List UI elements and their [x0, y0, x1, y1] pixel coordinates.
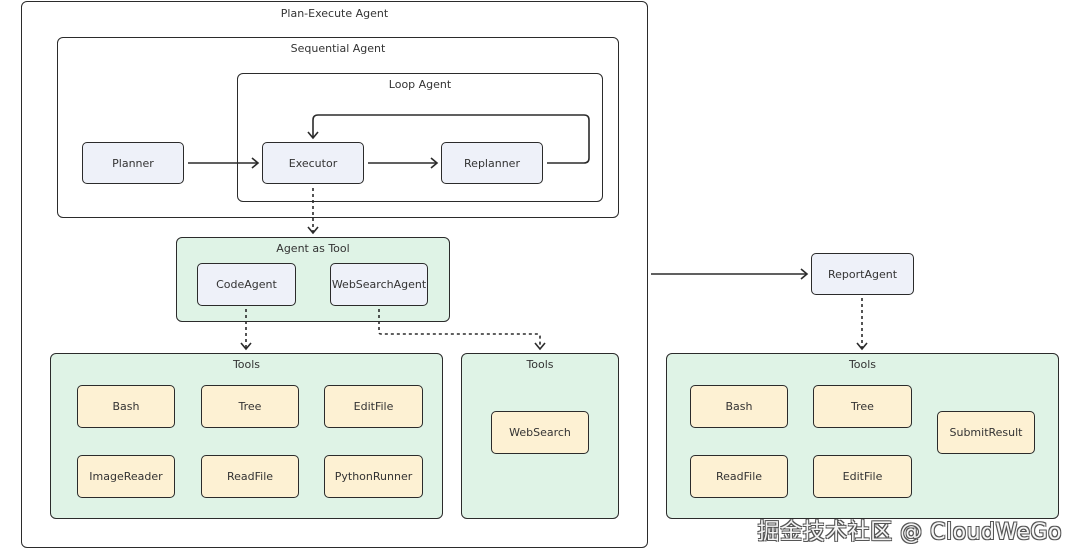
- websearch-agent-label: WebSearchAgent: [331, 278, 427, 291]
- code-tools-title: Tools: [232, 358, 261, 371]
- planner-node[interactable]: Planner: [82, 142, 184, 184]
- tool-tree[interactable]: Tree: [201, 385, 299, 428]
- planner-label: Planner: [112, 156, 154, 170]
- tool-label: EditFile: [353, 400, 394, 413]
- report-tools-title: Tools: [848, 358, 877, 371]
- replanner-node[interactable]: Replanner: [441, 142, 543, 184]
- executor-label: Executor: [288, 156, 338, 170]
- tool-tree[interactable]: Tree: [813, 385, 912, 428]
- watermark: 掘金技术社区 @ CloudWeGo: [757, 520, 1062, 545]
- sequential-agent-title: Sequential Agent: [290, 42, 386, 55]
- tool-pythonrunner[interactable]: PythonRunner: [324, 455, 423, 498]
- agent-as-tool-title: Agent as Tool: [276, 242, 350, 255]
- tool-label: Tree: [851, 400, 874, 413]
- tool-bash[interactable]: Bash: [77, 385, 175, 428]
- tool-submitresult[interactable]: SubmitResult: [937, 411, 1035, 454]
- report-agent-node[interactable]: ReportAgent: [811, 253, 914, 295]
- tool-imagereader[interactable]: ImageReader: [77, 455, 175, 498]
- tool-label: Bash: [725, 400, 753, 413]
- replanner-label: Replanner: [464, 156, 520, 170]
- tool-label: EditFile: [842, 470, 883, 483]
- executor-node[interactable]: Executor: [262, 142, 364, 184]
- loop-agent-title: Loop Agent: [388, 78, 452, 91]
- plan-execute-agent-title: Plan-Execute Agent: [280, 7, 389, 20]
- web-tools-title: Tools: [526, 358, 554, 371]
- arrowhead-icon: [800, 268, 809, 280]
- report-agent-label: ReportAgent: [827, 267, 898, 281]
- tool-label: Tree: [238, 400, 262, 413]
- code-agent-node[interactable]: CodeAgent: [197, 263, 296, 306]
- tool-editfile[interactable]: EditFile: [813, 455, 912, 498]
- tool-label: SubmitResult: [949, 426, 1023, 439]
- tool-label: WebSearch: [509, 426, 571, 439]
- tool-label: ReadFile: [226, 470, 274, 483]
- websearch-agent-node[interactable]: WebSearchAgent: [330, 263, 428, 306]
- tool-readfile[interactable]: ReadFile: [201, 455, 299, 498]
- tool-editfile[interactable]: EditFile: [324, 385, 423, 428]
- tool-label: PythonRunner: [334, 470, 413, 483]
- tool-websearch[interactable]: WebSearch: [491, 411, 589, 454]
- arrowhead-icon: [856, 342, 868, 351]
- tool-label: ReadFile: [715, 470, 763, 483]
- tool-readfile[interactable]: ReadFile: [690, 455, 788, 498]
- tool-bash[interactable]: Bash: [690, 385, 788, 428]
- tool-label: Bash: [112, 400, 140, 413]
- code-agent-label: CodeAgent: [216, 278, 277, 291]
- tool-label: ImageReader: [89, 470, 163, 483]
